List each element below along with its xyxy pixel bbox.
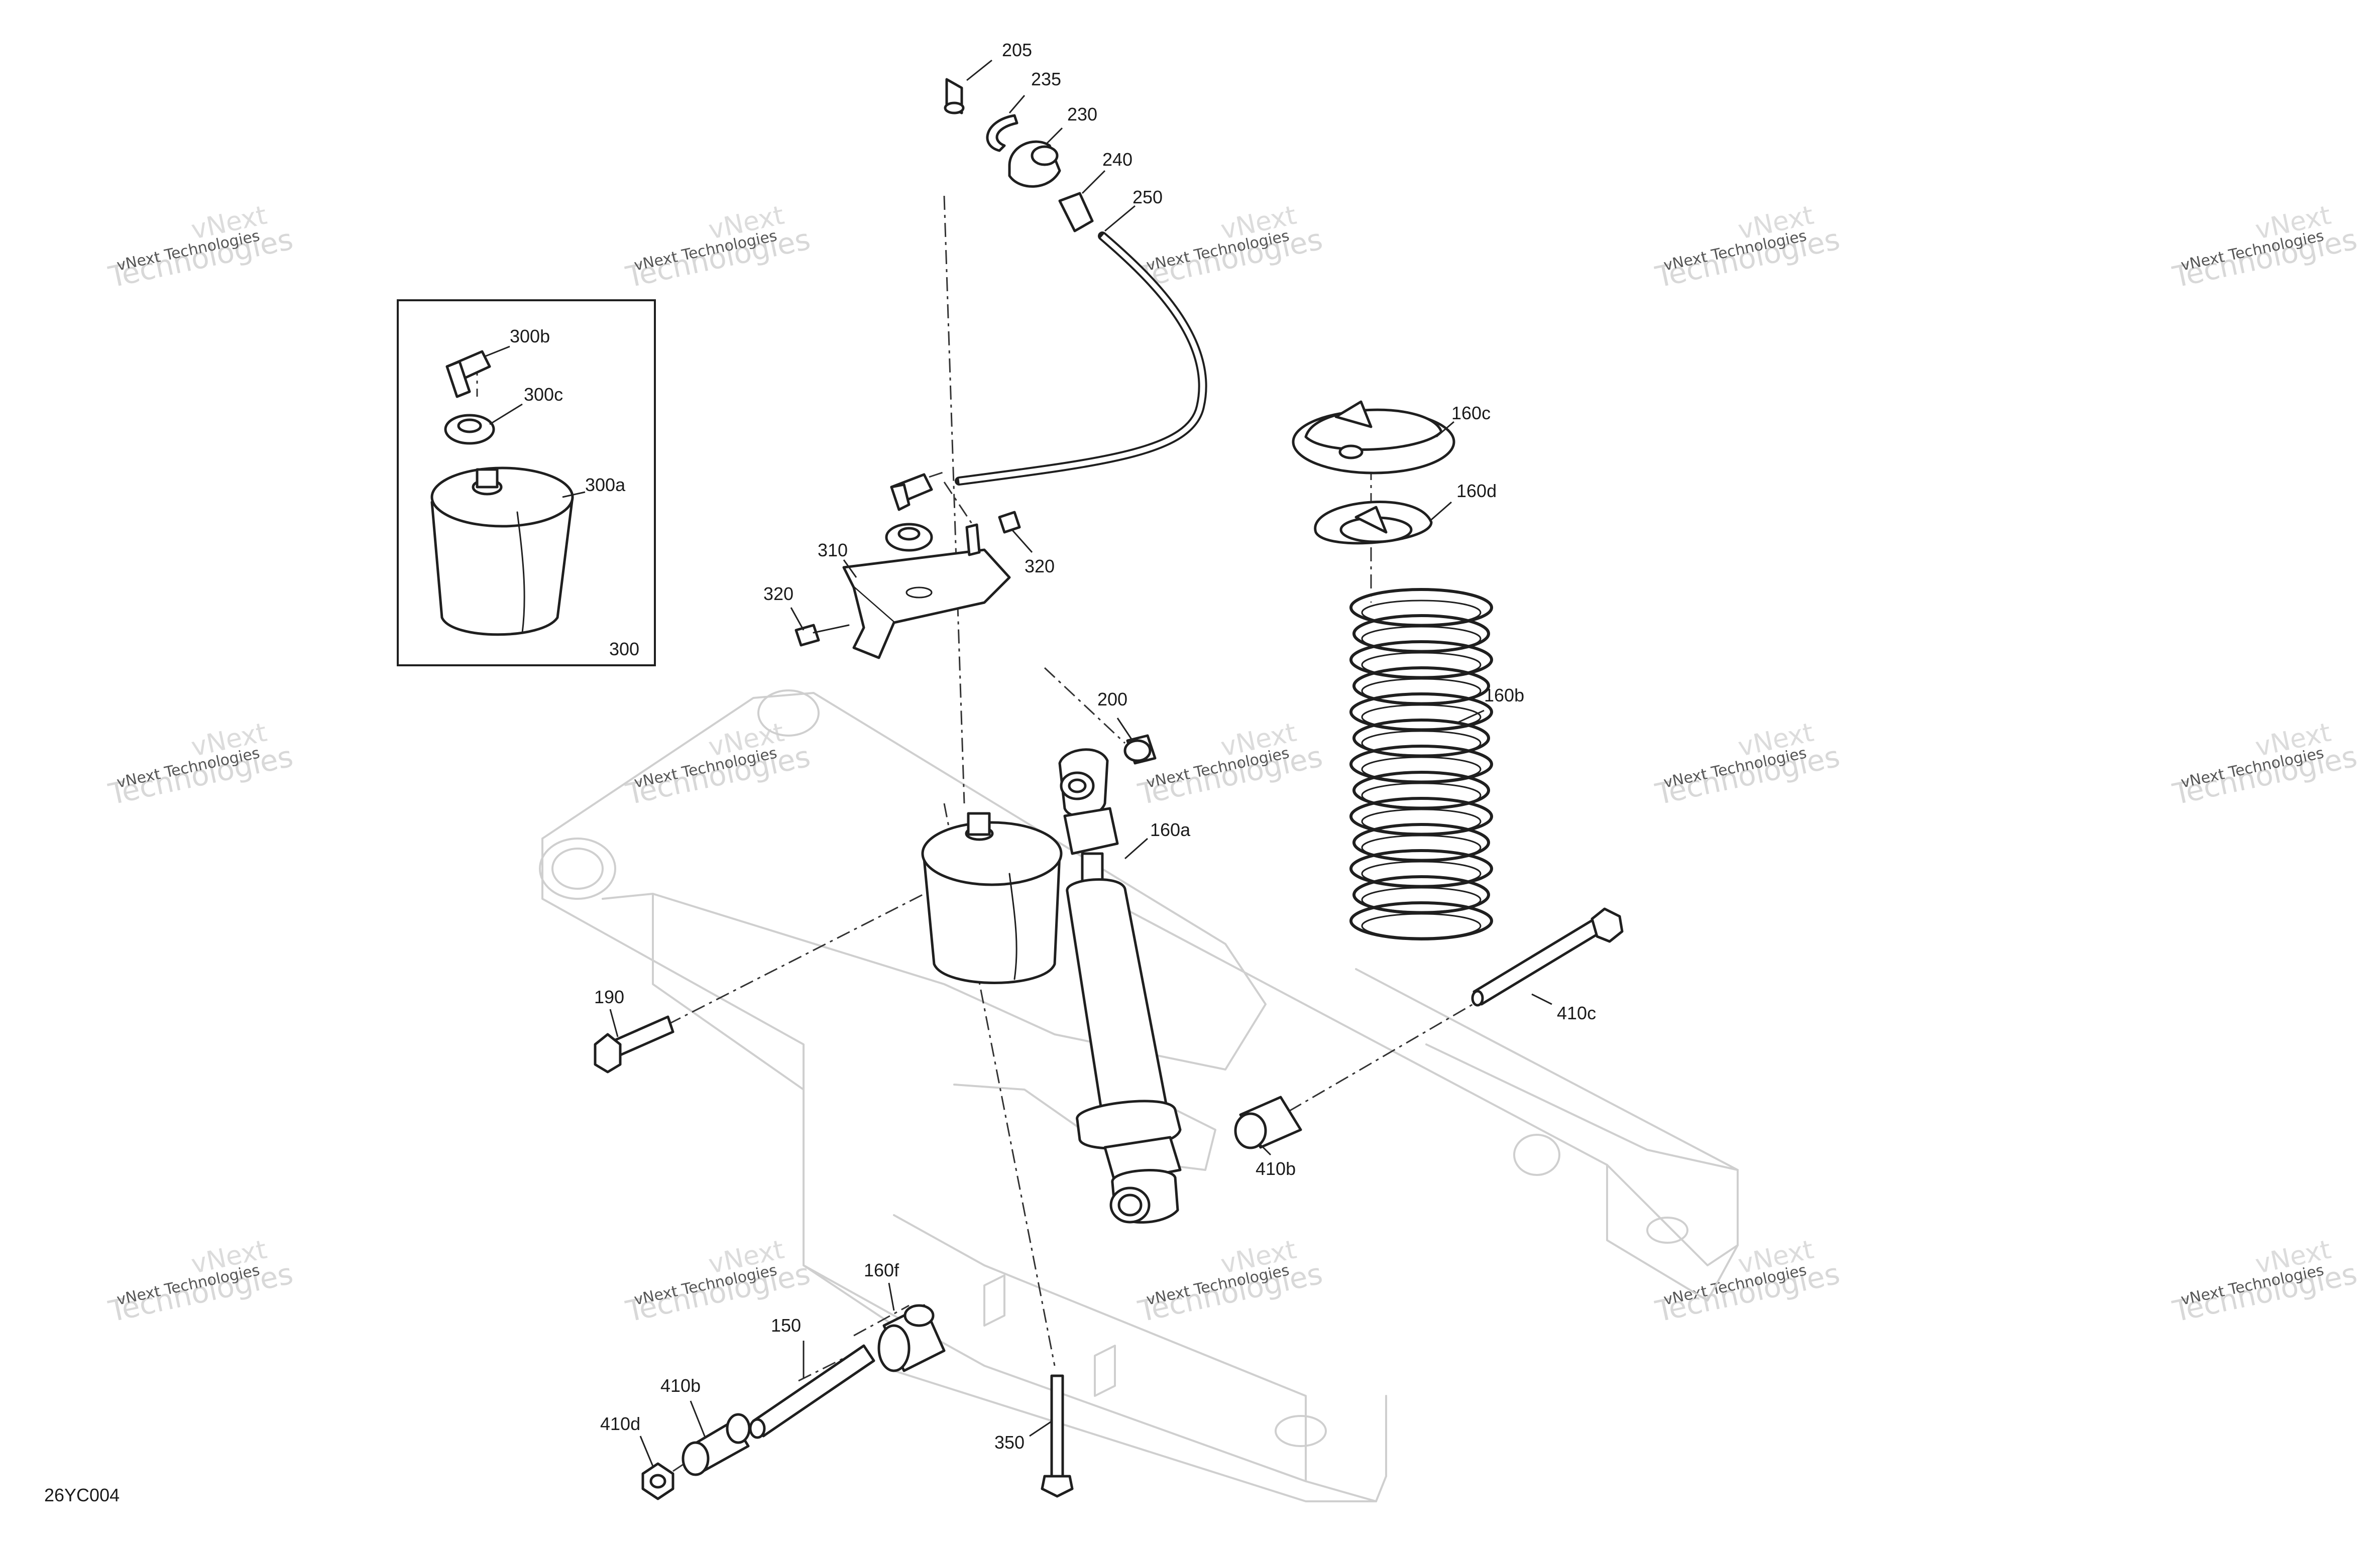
spring-retainer-160c — [1292, 400, 1455, 474]
callout-320-left: 320 — [763, 583, 794, 604]
shock-absorber-160a — [1058, 748, 1182, 1224]
callout-300c: 300c — [524, 384, 563, 405]
bracket-310 — [842, 523, 1011, 659]
nut-300c — [444, 414, 495, 445]
spring-coil-inner — [1361, 652, 1482, 678]
spring-coil-inner — [1361, 782, 1482, 808]
spring-coil-inner — [1361, 808, 1482, 835]
long-bolt-410c — [1471, 907, 1624, 1007]
spring-coil-inner — [1361, 835, 1482, 861]
spring-coil-inner — [1361, 730, 1482, 756]
spring-seat-160d — [1314, 501, 1433, 545]
callout-150: 150 — [771, 1315, 801, 1336]
callout-160c: 160c — [1451, 403, 1491, 423]
bushing-200 — [1123, 734, 1157, 765]
spring-coil-turn — [1349, 901, 1493, 940]
callout-320-right: 320 — [1025, 556, 1055, 576]
elbow-fitting-300b — [445, 350, 491, 398]
drawing-code: 26YC004 — [44, 1485, 120, 1505]
callout-160d: 160d — [1456, 481, 1497, 501]
spring-coil-turn — [1349, 588, 1493, 627]
grommet-230 — [1008, 140, 1061, 188]
callout-300a: 300a — [585, 474, 626, 495]
spring-coil-inner — [1361, 626, 1482, 652]
sleeve-410b-upper — [1234, 1096, 1302, 1149]
air-hose-250-inner — [959, 234, 1205, 484]
nut-410d — [641, 1462, 674, 1500]
spring-coil-turn — [1352, 875, 1490, 914]
bolt-190 — [594, 1015, 674, 1074]
callout-235: 235 — [1031, 69, 1061, 89]
inset-frame-300 — [397, 299, 656, 666]
spring-coil-turn — [1349, 745, 1493, 784]
callout-310: 310 — [818, 540, 848, 560]
spring-coil-turn — [1352, 771, 1490, 810]
nut-top — [885, 523, 933, 552]
callout-410b-upper: 410b — [1256, 1158, 1296, 1179]
callout-410c: 410c — [1557, 1003, 1596, 1023]
leader-lines — [484, 59, 1552, 1467]
bolt-350 — [1041, 1374, 1074, 1498]
callout-250: 250 — [1132, 187, 1163, 207]
spring-coil-inner — [1361, 678, 1482, 704]
bushing-160f — [877, 1304, 946, 1372]
spring-coil-inner — [1361, 704, 1482, 730]
callout-350: 350 — [994, 1432, 1025, 1453]
spring-coil-turn — [1349, 692, 1493, 732]
coil-spring-160b — [1349, 588, 1493, 940]
elbow-fitting-top — [890, 473, 933, 511]
callout-410b-lower: 410b — [660, 1375, 701, 1396]
spring-coil-inner — [1361, 887, 1482, 913]
callout-205: 205 — [1002, 40, 1032, 60]
bolt-320-left — [795, 624, 850, 647]
spring-coil-turn — [1352, 666, 1490, 705]
spring-coil-turn — [1349, 640, 1493, 679]
callout-300b: 300b — [510, 326, 550, 346]
callout-200: 200 — [1097, 689, 1127, 709]
valve-fitting-205 — [944, 78, 965, 114]
air-reservoir-300a — [430, 466, 574, 636]
spring-coil-turn — [1349, 849, 1493, 888]
spring-coil-turn — [1352, 614, 1490, 653]
sleeve-150 — [749, 1344, 875, 1439]
callout-160b: 160b — [1484, 685, 1524, 705]
callout-300: 300 — [609, 639, 639, 659]
coupling-240 — [1058, 192, 1094, 232]
spring-coil-inner — [1361, 756, 1482, 782]
callout-160f: 160f — [864, 1260, 899, 1280]
callout-190: 190 — [594, 987, 624, 1007]
spring-coil-turn — [1352, 719, 1490, 758]
retaining-clip-235 — [986, 114, 1018, 152]
spring-coil-inner — [1361, 913, 1482, 939]
spring-coil-turn — [1352, 823, 1490, 862]
air-reservoir-mounted — [921, 812, 1063, 984]
callout-labels: 205 235 230 240 250 300b 300c 300a 300 3… — [44, 40, 1596, 1505]
spring-coil-inner — [1361, 861, 1482, 887]
callout-230: 230 — [1067, 104, 1097, 125]
callout-160a: 160a — [1150, 819, 1191, 840]
bolt-320-right — [998, 511, 1021, 534]
spring-coil-turn — [1349, 797, 1493, 836]
callout-410d: 410d — [600, 1413, 640, 1434]
spring-coil-inner — [1361, 600, 1482, 626]
callout-240: 240 — [1102, 149, 1132, 170]
sleeve-410b-lower — [682, 1413, 751, 1476]
